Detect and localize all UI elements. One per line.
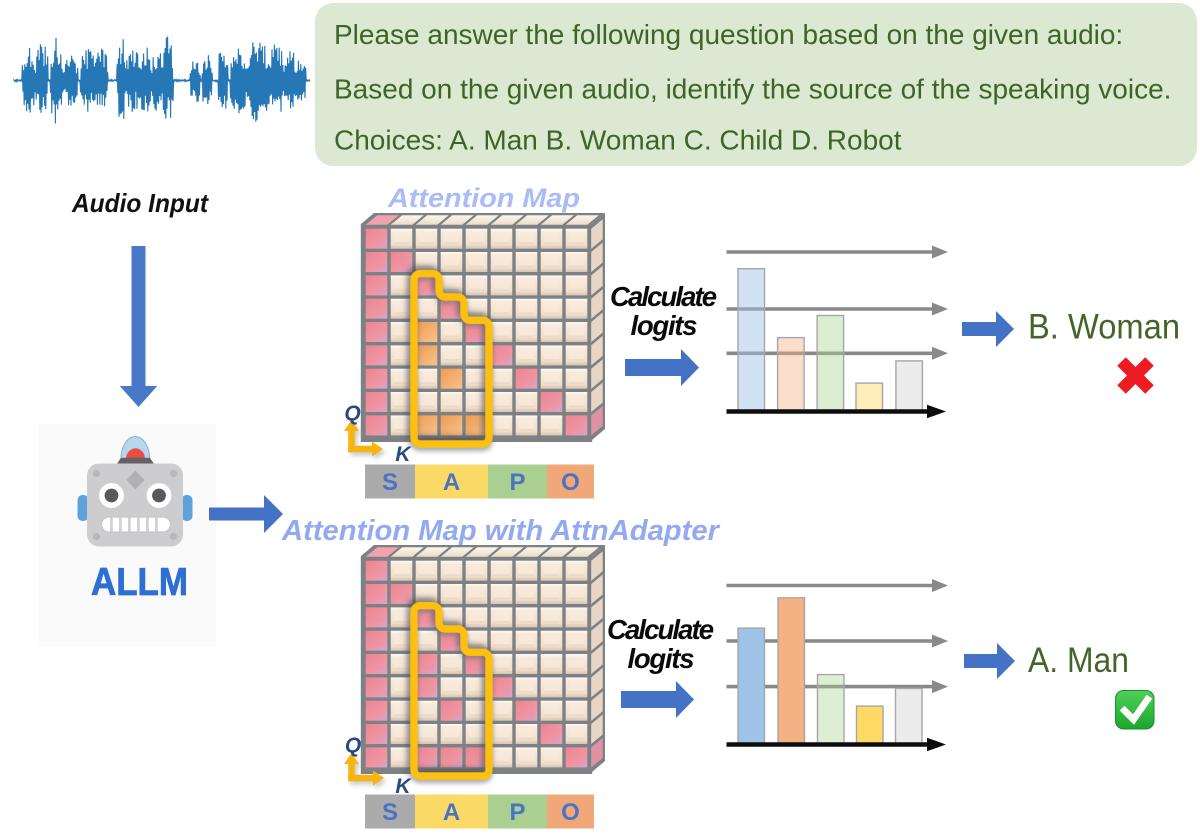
svg-text:Attention Map: Attention Map <box>387 183 580 213</box>
svg-text:Attention Map with AttnAdapter: Attention Map with AttnAdapter <box>281 515 721 547</box>
svg-text:Audio Input: Audio Input <box>71 188 209 218</box>
svg-text:logits: logits <box>631 310 698 341</box>
svg-text:O: O <box>561 469 580 496</box>
svg-text:Q: Q <box>344 402 360 425</box>
svg-text:Choices: A. Man B. Woman C. Ch: Choices: A. Man B. Woman C. Child D. Rob… <box>334 125 902 156</box>
svg-text:O: O <box>561 799 580 826</box>
svg-text:Calculate: Calculate <box>610 281 717 312</box>
svg-text:P: P <box>509 799 525 826</box>
svg-text:A: A <box>443 469 460 496</box>
svg-text:ALLM: ALLM <box>91 561 188 604</box>
svg-text:P: P <box>509 469 525 496</box>
svg-text:Based on the given audio, iden: Based on the given audio, identify the s… <box>334 74 1171 105</box>
svg-text:Calculate: Calculate <box>607 614 714 645</box>
svg-text:A. Man: A. Man <box>1028 641 1129 680</box>
svg-text:Please answer the following qu: Please answer the following question bas… <box>334 19 1123 50</box>
svg-text:logits: logits <box>628 643 695 674</box>
svg-text:S: S <box>382 799 398 826</box>
svg-text:Q: Q <box>345 734 361 757</box>
svg-text:A: A <box>443 799 460 826</box>
svg-text:S: S <box>382 469 398 496</box>
svg-text:B. Woman: B. Woman <box>1028 308 1180 347</box>
svg-text:K: K <box>395 775 412 798</box>
svg-text:K: K <box>395 443 412 466</box>
